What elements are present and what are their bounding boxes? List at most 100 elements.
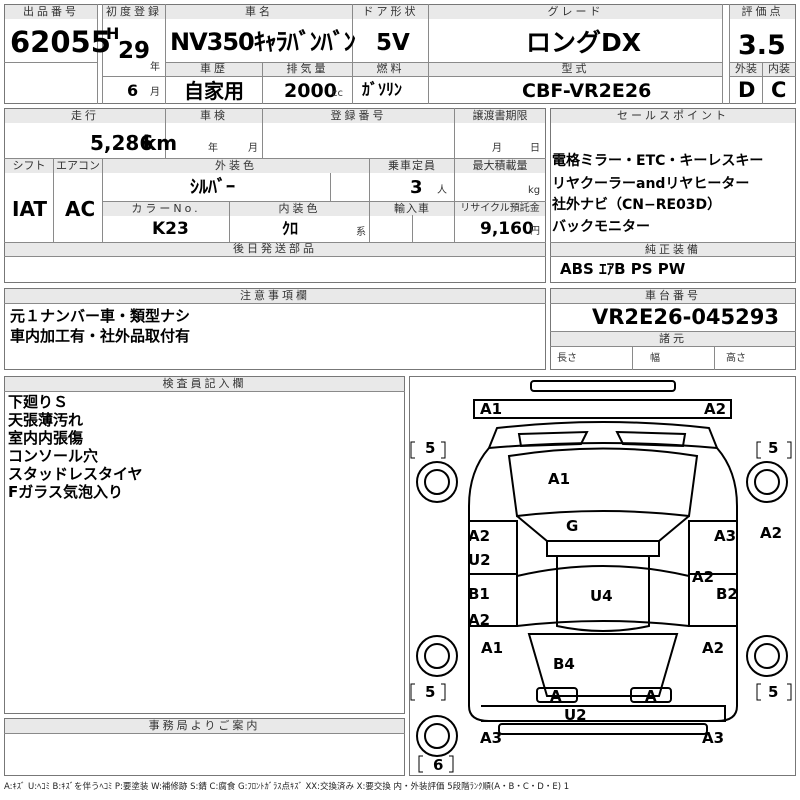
car-history: 自家用 [184, 79, 244, 103]
mileage-unit: km [143, 131, 178, 155]
hdr-int-color: 内装色 [230, 202, 369, 216]
hdr-color-no: カラーNo. [103, 202, 229, 216]
aircon-type: AC [65, 197, 96, 221]
inspector-block [4, 376, 405, 714]
dmg-left-quarter: A1 [481, 639, 504, 657]
hdr-model: 型式 [429, 62, 722, 76]
dmg-back-door: B4 [553, 655, 575, 673]
ext-color: ｼﾙﾊﾞｰ [190, 177, 235, 198]
overall-score: 3.5 [738, 30, 786, 61]
sales-point-1: 電格ミラー・ETC・キーレスキー [552, 153, 764, 169]
hdr-notes: 注意事項欄 [5, 289, 545, 303]
hdr-aircon: エアコン [54, 159, 102, 173]
dmg-left-front-a: A2 [468, 527, 491, 545]
dmg-right-slide: A2 [692, 568, 715, 586]
displacement: 2000 [284, 80, 337, 102]
notes-block [4, 288, 546, 370]
car-diagram [410, 380, 792, 773]
chassis-block [550, 288, 796, 370]
hdr-displacement: 排気量 [263, 62, 352, 76]
displacement-unit: cc [332, 88, 343, 99]
note-1: 元１ナンバー車・類型ナシ [10, 307, 191, 325]
sales-point-4: バックモニター [552, 219, 650, 235]
chassis-number: VR2E26-045293 [592, 305, 779, 329]
lot-number: 62055 [10, 25, 111, 59]
legend-text: A:ｷｽﾞ U:ﾍｺﾐ B:ｷｽﾞを伴うﾍｺﾐ P:要塗装 W:補修跡 S:錆 … [4, 782, 570, 792]
dmg-right-quarter: A2 [702, 639, 725, 657]
dmg-rear-lamp-l: A [550, 687, 562, 705]
hdr-recycle: リサイクル預託金 [455, 202, 545, 216]
spec-length-label: 長さ [557, 353, 577, 364]
hdr-lot-no: 出品番号 [5, 5, 97, 19]
inspector-note-4: コンソール穴 [8, 447, 99, 465]
dmg-left-rear-a: A2 [468, 611, 491, 629]
dmg-rear-lamp-r: A [645, 687, 657, 705]
dmg-floor: U4 [590, 587, 613, 605]
hdr-sales-points: セールスポイント [551, 109, 795, 123]
dmg-hood: A1 [548, 470, 571, 488]
hdr-exterior: 外装 [730, 62, 762, 76]
fuel: ｶﾞｿﾘﾝ [362, 80, 403, 99]
hdr-max-load: 最大積載量 [455, 159, 545, 173]
tire-fl: 5 [425, 439, 436, 457]
max-load-unit: kg [528, 185, 541, 196]
hdr-inspector: 検査員記入欄 [5, 377, 404, 391]
hdr-chassis: 車台番号 [551, 289, 795, 303]
transfer-day: 日 [530, 143, 540, 154]
sales-points-block [550, 108, 796, 283]
hdr-interior: 内装 [763, 62, 795, 76]
dmg-left-front-u: U2 [468, 551, 491, 569]
car-name: NV350ｷｬﾗﾊﾞﾝﾊﾞﾝ [170, 28, 356, 56]
dmg-rear-bumper: U2 [564, 706, 587, 724]
era-mark: H [106, 24, 120, 43]
color-number: K23 [152, 219, 189, 239]
genuine-equipment: ABS ｴｱB PS PW [560, 260, 686, 278]
tire-rr: 5 [768, 683, 779, 701]
tire-spare: 6 [433, 756, 444, 774]
first-reg-month: 6 [127, 81, 139, 100]
recycle-fee: 9,160 [480, 219, 534, 239]
shift-type: IAT [12, 197, 48, 221]
hdr-grade: グレード [429, 5, 722, 19]
car-diagram-frame [409, 376, 796, 776]
hdr-later-parts: 後日発送部品 [5, 242, 545, 256]
hdr-mileage: 走行 [5, 109, 165, 123]
door-type: 5V [376, 30, 410, 56]
hdr-capacity: 乗車定員 [370, 159, 454, 173]
hdr-shift: シフト [5, 159, 53, 173]
hdr-door: ドア形状 [353, 5, 428, 19]
inspector-note-6: Fガラス気泡入り [8, 483, 123, 501]
capacity: 3 [410, 177, 423, 198]
hdr-score: 評価点 [730, 5, 795, 19]
hdr-office: 事務局よりご案内 [5, 719, 404, 733]
hdr-reg-no: 登録番号 [263, 109, 454, 123]
capacity-unit: 人 [437, 185, 447, 196]
hdr-car-name: 車名 [166, 5, 352, 19]
hdr-fuel: 燃料 [353, 62, 428, 76]
int-color: ｸﾛ [282, 219, 299, 238]
transfer-month: 月 [492, 143, 502, 154]
month-unit: 月 [150, 87, 160, 98]
spec-height-label: 高さ [726, 353, 746, 364]
mileage-value: 5,286 [90, 131, 154, 155]
inspector-note-3: 室内内張傷 [8, 429, 84, 447]
model-code: CBF-VR2E26 [522, 80, 652, 102]
tire-fr: 5 [768, 439, 779, 457]
middle-left-block [4, 108, 546, 283]
dmg-rear-right: A3 [702, 729, 725, 747]
dmg-roof: G [566, 517, 579, 535]
sales-point-3: 社外ナビ（CN−RE03D） [552, 197, 722, 213]
dmg-right-fender: A2 [760, 524, 783, 542]
office-block [4, 718, 405, 776]
spec-width-label: 幅 [650, 353, 660, 364]
hdr-specs: 諸元 [551, 332, 795, 346]
tire-rl: 5 [425, 683, 436, 701]
hdr-genuine: 純正装備 [551, 243, 795, 257]
dmg-left-rear-b: B1 [468, 585, 490, 603]
first-reg-year: 29 [118, 38, 151, 64]
sales-point-2: リヤクーラーandリヤヒーター [552, 176, 750, 192]
inspector-note-2: 天張薄汚れ [8, 411, 84, 429]
inspection-year-unit: 年 [208, 143, 218, 154]
year-unit: 年 [150, 62, 160, 73]
hdr-transfer: 譲渡書期限 [455, 109, 545, 123]
